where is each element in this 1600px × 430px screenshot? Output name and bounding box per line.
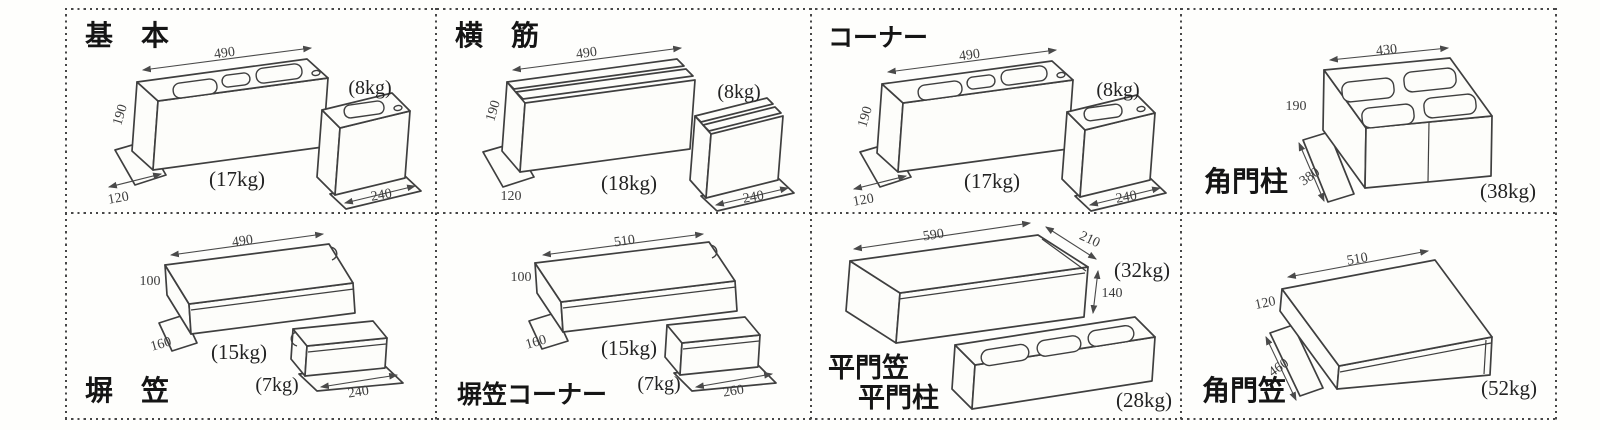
- dim-length: 490: [231, 233, 254, 251]
- frame-right: [1555, 8, 1557, 420]
- dim-length: 510: [613, 233, 636, 251]
- weight-large: (38kg): [1480, 179, 1536, 203]
- dim-length: 510: [1346, 250, 1369, 268]
- basic-block-drawing: 490 190 120 (17kg) 240 (8kg): [107, 45, 422, 210]
- gate-cap-slab: [1269, 259, 1493, 397]
- yokosuji-half-block: [689, 97, 795, 212]
- weight-large: (15kg): [211, 340, 267, 364]
- hiramon-block-drawing: 590 210 140 (32kg) (28kg): [845, 220, 1172, 412]
- panel-heigasa-corner: 510 100 160 (15kg) 260 (7kg) 塀笠コーナー: [437, 215, 808, 418]
- weight-small: (7kg): [637, 373, 680, 395]
- weight-large: (18kg): [601, 171, 657, 195]
- panel-kadomongasa: 510 120 460 (52kg) 角門笠: [1182, 215, 1553, 418]
- weight-cap: (32kg): [1114, 258, 1170, 282]
- kadomongasa-block-drawing: 510 120 460 (52kg): [1253, 249, 1537, 402]
- pillar-block: [1302, 57, 1493, 203]
- dim-height: 100: [140, 274, 161, 289]
- panel-heigasa: 490 100 160 (15kg) 240 (7kg) 塀 笠: [67, 215, 433, 418]
- corner-block-drawing: 490 190 120 (17kg) 240 (8kg): [852, 47, 1167, 212]
- weight-half: (8kg): [717, 81, 760, 103]
- panel-title-kadomongasa: 角門笠: [1202, 375, 1287, 406]
- panel-title-corner: コーナー: [828, 24, 929, 52]
- dim-height: 190: [483, 99, 503, 123]
- divider-v2: [810, 8, 812, 420]
- dim-depth-top: 210: [1077, 229, 1102, 251]
- dim-height: 140: [1102, 286, 1123, 301]
- divider-h1: [65, 212, 1557, 214]
- panel-corner: 490 190 120 (17kg) 240 (8kg) コーナー: [812, 10, 1178, 212]
- dim-height: 190: [855, 105, 875, 129]
- weight-half: (8kg): [348, 77, 391, 99]
- dim-length: 590: [922, 227, 945, 245]
- corner-half-block: [1061, 94, 1167, 212]
- panel-basic: 490 190 120 (17kg) 240 (8kg) 基 本: [67, 10, 433, 212]
- dim-depth: 160: [149, 335, 173, 355]
- heigasa-corner-block-drawing: 510 100 160 (15kg) 260 (7kg): [511, 231, 777, 401]
- weight-large: (17kg): [209, 167, 265, 191]
- dim-half-width: 240: [347, 383, 370, 401]
- panel-title-hiramongasa: 平門笠: [828, 353, 909, 383]
- divider-v3: [1180, 8, 1182, 420]
- frame-left: [65, 8, 67, 420]
- cap-corner-small: [664, 316, 777, 392]
- kadomonchu-block-drawing: 430 190 380 (38kg): [1286, 42, 1537, 203]
- panel-title-heigasa-corner: 塀笠コーナー: [457, 381, 608, 409]
- dim-half-width: 260: [722, 382, 745, 400]
- dim-length: 490: [213, 45, 236, 63]
- panel-hiramon: 590 210 140 (32kg) (28kg) 平門笠 平門柱: [812, 215, 1178, 418]
- panel-title-heigasa: 塀 笠: [85, 375, 170, 406]
- hiramon-pillar-block: [951, 316, 1156, 410]
- dim-half-width: 240: [370, 186, 393, 204]
- hiramon-cap-slab: [845, 234, 1089, 344]
- dim-height: 100: [511, 270, 532, 285]
- dim-half-width: 240: [1115, 188, 1138, 206]
- panel-title-kadomonchu: 角門柱: [1204, 166, 1289, 197]
- weight-large: (52kg): [1481, 376, 1537, 400]
- panel-yokosuji: 490 190 120 (18kg) 240 (8kg) 横 筋: [437, 10, 808, 212]
- dim-length: 490: [958, 47, 981, 65]
- weight-large: (15kg): [601, 336, 657, 360]
- yokosuji-large-block: [482, 58, 696, 188]
- weight-large: (17kg): [964, 169, 1020, 193]
- dim-depth: 160: [524, 333, 548, 353]
- dim-depth: 120: [107, 189, 130, 207]
- basic-half-block: [316, 92, 422, 210]
- weight-small: (7kg): [255, 374, 298, 396]
- dim-depth: 120: [501, 189, 522, 204]
- dim-length: 490: [575, 45, 598, 63]
- heigasa-block-drawing: 490 100 160 (15kg) 240 (7kg): [140, 231, 404, 402]
- divider-v1: [435, 8, 437, 420]
- cap-block-small: [290, 320, 404, 392]
- dim-height: 190: [110, 103, 130, 127]
- dim-depth: 120: [852, 191, 875, 209]
- panel-title-basic: 基 本: [85, 20, 170, 51]
- dim-height: 120: [1253, 294, 1277, 313]
- dim-length: 430: [1375, 42, 1397, 59]
- weight-pillar: (28kg): [1116, 388, 1172, 412]
- dim-height: 190: [1286, 99, 1307, 114]
- panel-kadomonchu: 430 190 380 (38kg) 角門柱: [1182, 10, 1553, 212]
- panel-title-hiramonchu: 平門柱: [858, 383, 939, 413]
- weight-half: (8kg): [1096, 79, 1139, 101]
- yokosuji-block-drawing: 490 190 120 (18kg) 240 (8kg): [482, 45, 795, 212]
- dim-half-width: 240: [742, 188, 765, 206]
- panel-title-yokosuji: 横 筋: [455, 20, 540, 51]
